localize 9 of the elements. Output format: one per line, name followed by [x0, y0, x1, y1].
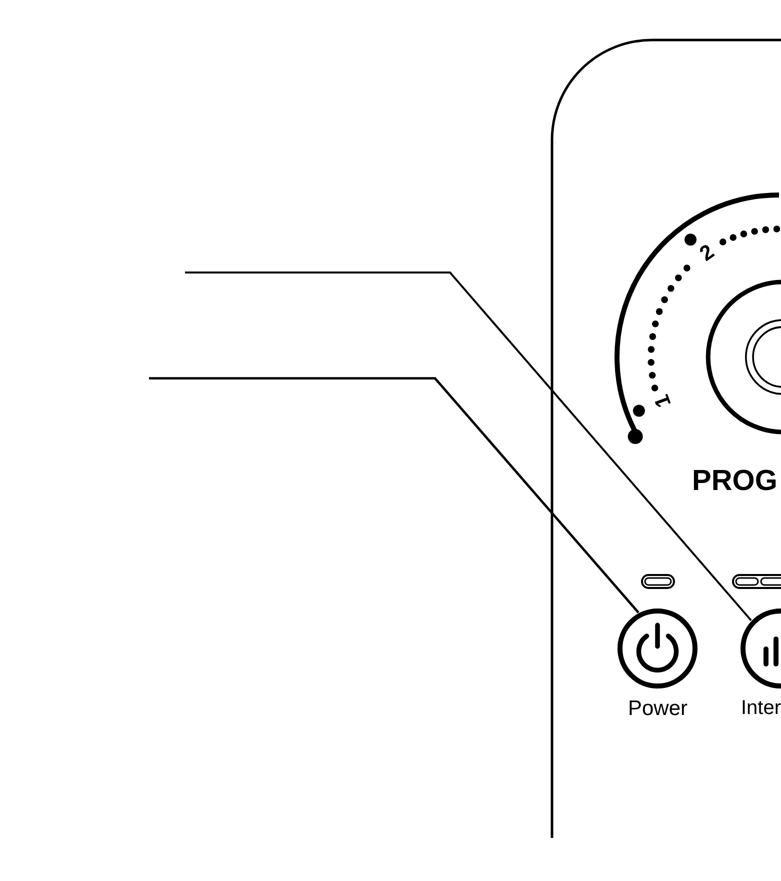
- button-label: Power: [628, 698, 688, 719]
- leader-line: [185, 272, 752, 622]
- dial-label: PROG: [692, 467, 778, 496]
- leader-line: [149, 377, 640, 614]
- scale-number: 1: [651, 392, 675, 410]
- round-button: [740, 608, 781, 688]
- round-button: [616, 608, 698, 688]
- scale-number: 2: [696, 241, 718, 265]
- button-label: Inter: [741, 698, 781, 718]
